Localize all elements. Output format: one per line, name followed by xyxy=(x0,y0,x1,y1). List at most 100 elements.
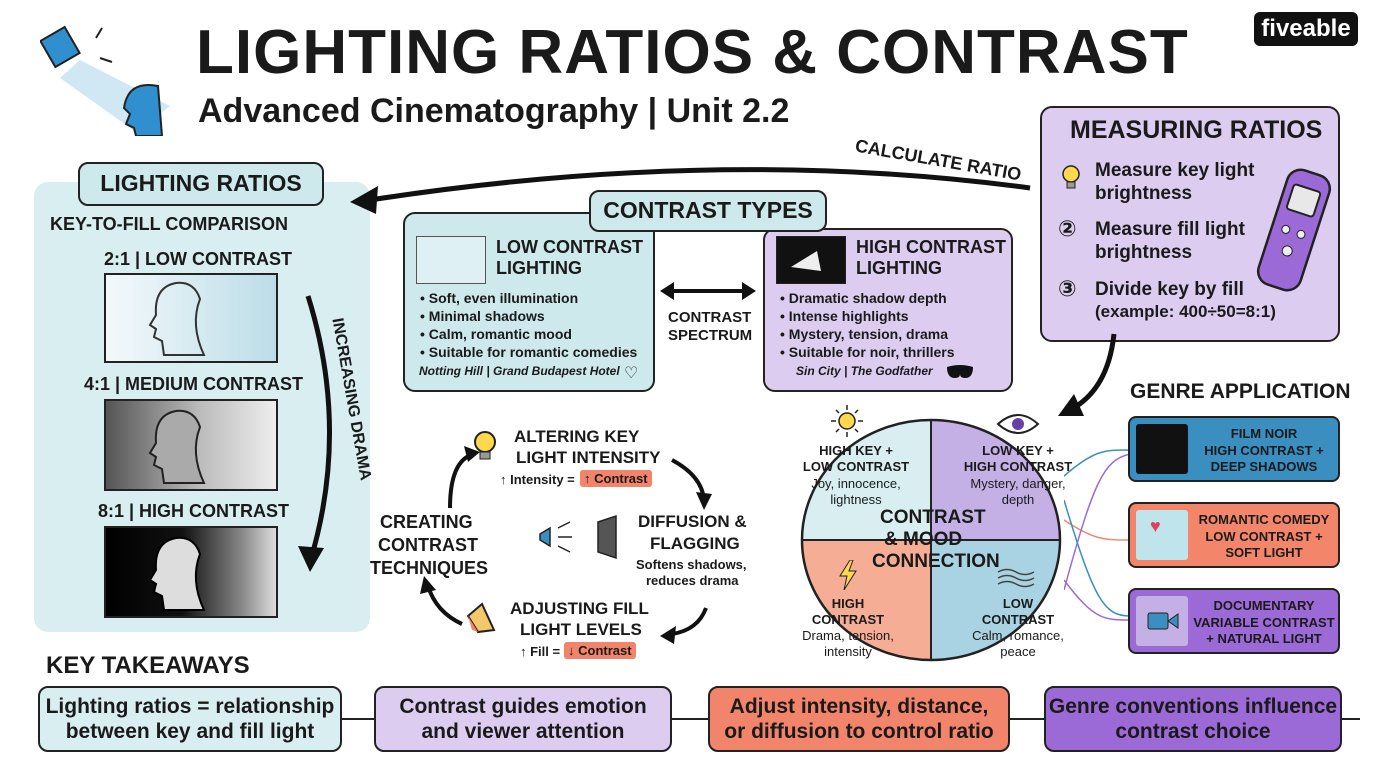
portrait-medium-contrast xyxy=(104,399,278,491)
bullet: Soft, even illumination xyxy=(420,289,637,307)
altering-formula-left: ↑ Intensity = xyxy=(500,472,575,487)
measure-step-2-number: ② xyxy=(1058,216,1077,241)
diffusion-desc-1: Softens shadows, xyxy=(636,557,747,572)
mood-q3-title-2: CONTRAST xyxy=(811,612,885,627)
fill-formula-left: ↑ Fill = xyxy=(520,644,561,659)
low-contrast-examples: Notting Hill | Grand Budapest Hotel xyxy=(419,364,620,378)
light-meter-icon xyxy=(1254,160,1334,300)
creating-techniques-2: CONTRAST xyxy=(378,535,478,555)
technique-cycle-arrows xyxy=(410,440,730,650)
low-contrast-title-2: LIGHTING xyxy=(496,258,582,278)
eye-icon xyxy=(996,412,1040,436)
mask-icon xyxy=(946,364,974,380)
bullet: Calm, romantic mood xyxy=(420,325,637,343)
spectrum-label-1: CONTRAST xyxy=(668,309,752,326)
measuring-ratios-heading: MEASURING RATIOS xyxy=(1070,116,1323,144)
takeaway-line: contrast choice xyxy=(1115,720,1271,743)
portrait-low-contrast xyxy=(104,273,278,363)
measure-step-2-line-2: brightness xyxy=(1095,242,1193,263)
measure-step-2-line-1: Measure fill light xyxy=(1095,219,1245,240)
mood-circle xyxy=(800,418,1062,662)
brand-logo: fiveable xyxy=(1254,12,1358,46)
high-contrast-examples: Sin City | The Godfather xyxy=(796,364,933,378)
bullet: Mystery, tension, drama xyxy=(780,325,955,343)
genre-connectors xyxy=(1063,440,1131,640)
takeaway-2: Contrast guides emotion and viewer atten… xyxy=(374,686,672,752)
takeaway-line: between key and fill light xyxy=(65,720,315,743)
ratio-label-2-1: 2:1 | LOW CONTRAST xyxy=(104,249,293,269)
high-contrast-bullets: Dramatic shadow depth Intense highlights… xyxy=(780,289,955,361)
mood-q4-title-1: LOW xyxy=(1002,596,1034,611)
genre-name: FILM NOIR xyxy=(1230,426,1298,441)
mood-q3-desc-1: Drama, tension, xyxy=(802,628,894,643)
measure-to-mood-arrow xyxy=(1052,330,1122,420)
takeaway-3: Adjust intensity, distance, or diffusion… xyxy=(708,686,1010,752)
takeaway-line: Adjust intensity, distance, xyxy=(729,695,989,718)
takeaway-line: or diffusion to control ratio xyxy=(724,720,994,743)
contrast-types-heading: CONTRAST TYPES xyxy=(589,190,827,232)
high-contrast-thumbnail xyxy=(776,236,846,284)
genre-desc-2: SOFT LIGHT xyxy=(1225,545,1303,560)
mood-center-1: CONTRAST xyxy=(880,507,986,528)
mood-q1-title-2: LOW CONTRAST xyxy=(802,459,910,474)
mood-q2-desc-2: depth xyxy=(1001,492,1035,507)
lightning-icon xyxy=(838,559,858,591)
ratio-label-4-1: 4:1 | MEDIUM CONTRAST xyxy=(84,374,304,394)
increasing-drama-arrow xyxy=(280,290,360,580)
lighting-ratios-heading: LIGHTING RATIOS xyxy=(78,162,324,206)
measure-step-1-line-2: brightness xyxy=(1095,183,1193,204)
genre-desc-1: VARIABLE CONTRAST xyxy=(1193,615,1335,630)
genre-name: DOCUMENTARY xyxy=(1213,598,1315,613)
measure-step-3-number: ③ xyxy=(1058,276,1077,301)
film-noir-thumbnail xyxy=(1136,424,1188,474)
fill-light-icon xyxy=(464,600,502,636)
mood-q3-desc-2: intensity xyxy=(824,644,872,659)
diffusion-icon xyxy=(536,514,626,560)
mood-q1-desc-2: lightness xyxy=(830,492,882,507)
mood-center-3: CONNECTION xyxy=(872,551,1000,572)
heart-icon: ♥ xyxy=(1150,516,1161,536)
fill-formula-right: ↓ Contrast xyxy=(564,642,636,659)
takeaway-1: Lighting ratios = relationship between k… xyxy=(38,686,342,752)
high-contrast-title-1: HIGH CONTRAST xyxy=(856,237,1006,257)
mood-q3-title-1: HIGH xyxy=(831,596,865,611)
page-subtitle: Advanced Cinematography | Unit 2.2 xyxy=(198,92,790,130)
measure-step-3-line-1: Divide key by fill xyxy=(1095,279,1244,300)
takeaway-line: Lighting ratios = relationship xyxy=(45,695,335,718)
mood-q4-desc-1: Calm, romance, xyxy=(972,628,1064,643)
creating-techniques-3: TECHNIQUES xyxy=(370,558,489,578)
genre-desc-2: + NATURAL LIGHT xyxy=(1206,631,1322,646)
mood-q2-desc-1: Mystery, danger, xyxy=(970,476,1066,491)
mood-q1-desc-1: Joy, innocence, xyxy=(811,476,901,491)
key-to-fill-heading: KEY-TO-FILL COMPARISON xyxy=(49,214,288,234)
portrait-high-contrast xyxy=(104,526,278,618)
genre-documentary: DOCUMENTARY VARIABLE CONTRAST + NATURAL … xyxy=(1128,588,1340,654)
altering-title-2: LIGHT INTENSITY xyxy=(516,448,661,467)
wind-icon xyxy=(996,566,1036,590)
mood-q2-title-1: LOW KEY + xyxy=(982,443,1054,458)
lightbulb-icon xyxy=(1056,160,1086,196)
takeaway-line: Genre conventions influence xyxy=(1048,695,1338,718)
ratio-label-8-1: 8:1 | HIGH CONTRAST xyxy=(98,501,290,521)
bullet: Suitable for romantic comedies xyxy=(420,343,638,361)
romcom-thumbnail xyxy=(1136,510,1188,560)
spotlight-head-icon xyxy=(39,20,180,137)
low-contrast-thumbnail xyxy=(416,236,486,284)
bullet: Minimal shadows xyxy=(420,307,637,325)
takeaway-line: Contrast guides emotion xyxy=(399,695,647,718)
mood-q1-title-1: HIGH KEY + xyxy=(819,443,893,458)
takeaways-heading: KEY TAKEAWAYS xyxy=(46,652,250,679)
sun-icon xyxy=(830,404,864,438)
altering-formula-right: ↑ Contrast xyxy=(580,470,652,487)
measure-step-1-line-1: Measure key light xyxy=(1095,160,1255,181)
altering-title-1: ALTERING KEY xyxy=(514,427,640,446)
bullet: Intense highlights xyxy=(780,307,955,325)
mood-center-2: & MOOD xyxy=(884,529,963,550)
diffusion-title-1: DIFFUSION & xyxy=(638,512,747,531)
video-camera-icon xyxy=(1146,610,1180,632)
bullet: Dramatic shadow depth xyxy=(780,289,955,307)
genre-heading: GENRE APPLICATION xyxy=(1130,380,1351,403)
low-contrast-title-1: LOW CONTRAST xyxy=(496,237,643,257)
low-contrast-bullets: Soft, even illumination Minimal shadows … xyxy=(420,289,638,361)
high-contrast-title-2: LIGHTING xyxy=(856,258,942,278)
